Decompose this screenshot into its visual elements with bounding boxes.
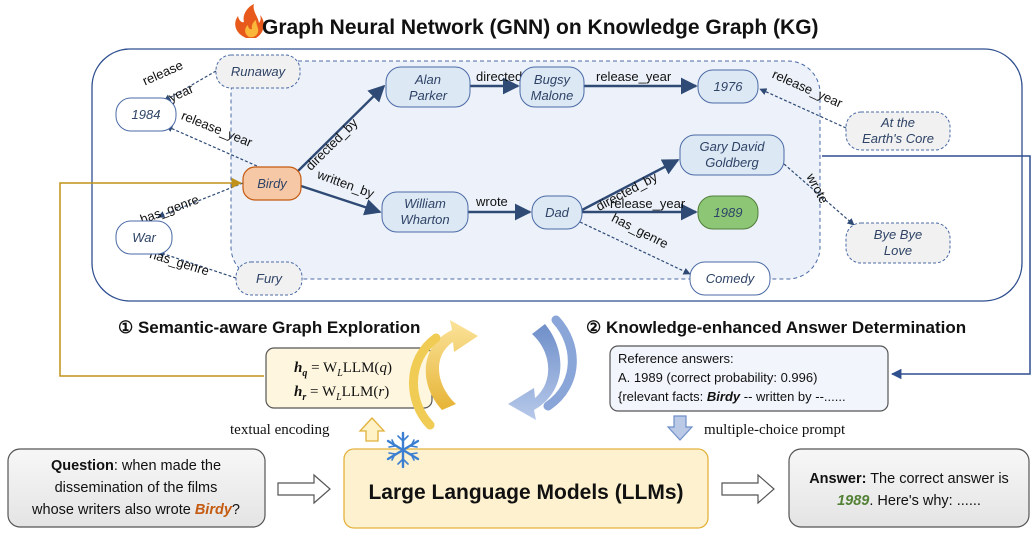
svg-text:Alan: Alan bbox=[414, 72, 441, 87]
svg-text:Comedy: Comedy bbox=[706, 271, 756, 286]
svg-text:Goldberg: Goldberg bbox=[705, 155, 759, 170]
svg-text:Malone: Malone bbox=[531, 88, 574, 103]
cycle-arrows-icon bbox=[409, 315, 577, 430]
question-box: Question: when made the dissemination of… bbox=[7, 448, 266, 528]
svg-text:Runaway: Runaway bbox=[231, 64, 287, 79]
edge-birdy-william bbox=[300, 184, 382, 216]
edge-dad-gary bbox=[581, 158, 680, 212]
svg-text:1976: 1976 bbox=[714, 79, 744, 94]
section-title-exploration: ① Semantic-aware Graph Exploration bbox=[118, 318, 420, 337]
node-dad: Dad bbox=[531, 195, 583, 230]
formula-hq: hq = WLLLM(q) bbox=[294, 360, 392, 379]
svg-text:William: William bbox=[404, 196, 446, 211]
edge-fury-war bbox=[157, 250, 237, 279]
kg-subgraph-region bbox=[230, 60, 821, 280]
edge-label-release-year-1976: release_year bbox=[596, 69, 672, 84]
svg-text:Wharton: Wharton bbox=[400, 212, 449, 227]
question-line-2: dissemination of the films bbox=[55, 480, 218, 496]
question-line-3: whose writers also wrote Birdy? bbox=[31, 502, 240, 518]
reference-answers-box: Reference answers: A. 1989 (correct prob… bbox=[609, 345, 889, 412]
up-arrow-icon bbox=[358, 417, 386, 442]
edge-label-directed: directed bbox=[476, 69, 522, 84]
node-1989: 1989 bbox=[697, 195, 759, 230]
multiple-choice-prompt-label: multiple-choice prompt bbox=[704, 422, 846, 438]
llm-label: Large Language Models (LLMs) bbox=[368, 481, 683, 504]
reference-line-1: Reference answers: bbox=[618, 351, 734, 366]
diagram-title: Graph Neural Network (GNN) on Knowledge … bbox=[262, 16, 819, 39]
node-runaway: Runaway bbox=[215, 54, 301, 89]
snowflake-icon bbox=[386, 431, 420, 469]
llm-to-answer-arrow-icon bbox=[721, 473, 775, 505]
svg-text:War: War bbox=[132, 230, 156, 245]
edge-label-release-year-1989: release_year bbox=[610, 196, 686, 211]
svg-text:Love: Love bbox=[884, 243, 912, 258]
svg-text:1984: 1984 bbox=[132, 107, 161, 122]
svg-text:Bye Bye: Bye Bye bbox=[874, 227, 922, 242]
svg-text:1989: 1989 bbox=[714, 205, 743, 220]
kg-solid-edges bbox=[296, 77, 698, 221]
edge-label-wrote: wrote bbox=[475, 194, 508, 209]
edge-runaway-1984 bbox=[163, 70, 217, 102]
encoding-to-birdy-connector bbox=[59, 177, 264, 377]
svg-text:Parker: Parker bbox=[409, 88, 448, 103]
reference-line-3: {relevant facts: Birdy -- written by --.… bbox=[618, 389, 846, 404]
kg-nodes: Runaway 1984 Alan Parker Bugsy Malone 19… bbox=[115, 54, 951, 296]
node-1984: 1984 bbox=[115, 97, 177, 132]
kg-to-reference-connector bbox=[822, 155, 1031, 380]
formula-hr: hr = WLLLM(r) bbox=[294, 384, 389, 403]
edge-dad-comedy bbox=[579, 221, 691, 275]
question-line-1: Question: when made the bbox=[51, 458, 221, 474]
svg-text:Earth's Core: Earth's Core bbox=[862, 131, 934, 146]
node-alan-parker: Alan Parker bbox=[385, 66, 471, 108]
fire-icon bbox=[235, 4, 264, 38]
edge-earth-1976 bbox=[759, 88, 847, 129]
node-william-wharton: William Wharton bbox=[381, 191, 469, 233]
svg-text:Dad: Dad bbox=[545, 205, 570, 220]
answer-box: Answer: The correct answer is 1989. Here… bbox=[788, 448, 1030, 528]
edge-birdy-alan bbox=[296, 84, 386, 173]
edge-gary-byebye bbox=[783, 163, 855, 226]
node-bye-bye-love: Bye Bye Love bbox=[845, 222, 951, 264]
answer-line-1: Answer: The correct answer is bbox=[809, 471, 1009, 487]
node-at-the-earths-core: At the Earth's Core bbox=[845, 111, 951, 151]
question-to-llm-arrow-icon bbox=[277, 473, 331, 505]
down-arrow-icon bbox=[666, 415, 694, 441]
llm-box: Large Language Models (LLMs) bbox=[343, 448, 709, 529]
answer-line-2: 1989. Here's why: ...... bbox=[837, 493, 981, 509]
svg-text:Bugsy: Bugsy bbox=[534, 72, 572, 87]
edge-birdy-war bbox=[157, 182, 244, 218]
svg-text:Birdy: Birdy bbox=[257, 176, 288, 191]
formula-box: hq = WLLLM(q) hr = WLLLM(r) bbox=[265, 347, 433, 409]
node-gary-david-goldberg: Gary David Goldberg bbox=[679, 134, 785, 176]
section-title-answer-determination: ② Knowledge-enhanced Answer Determinatio… bbox=[586, 318, 966, 337]
node-1976: 1976 bbox=[697, 69, 759, 104]
node-war: War bbox=[115, 220, 173, 255]
svg-text:Fury: Fury bbox=[256, 271, 284, 286]
node-birdy: Birdy bbox=[242, 166, 302, 201]
node-bugsy-malone: Bugsy Malone bbox=[519, 66, 585, 108]
svg-text:Gary David: Gary David bbox=[699, 139, 765, 154]
textual-encoding-label: textual encoding bbox=[230, 422, 330, 438]
edge-birdy-1984 bbox=[165, 125, 267, 171]
node-comedy: Comedy bbox=[689, 261, 771, 296]
reference-line-2: A. 1989 (correct probability: 0.996) bbox=[618, 370, 817, 385]
node-fury: Fury bbox=[235, 261, 303, 296]
kg-dashed-edges bbox=[157, 70, 855, 279]
svg-text:At the: At the bbox=[880, 115, 915, 130]
